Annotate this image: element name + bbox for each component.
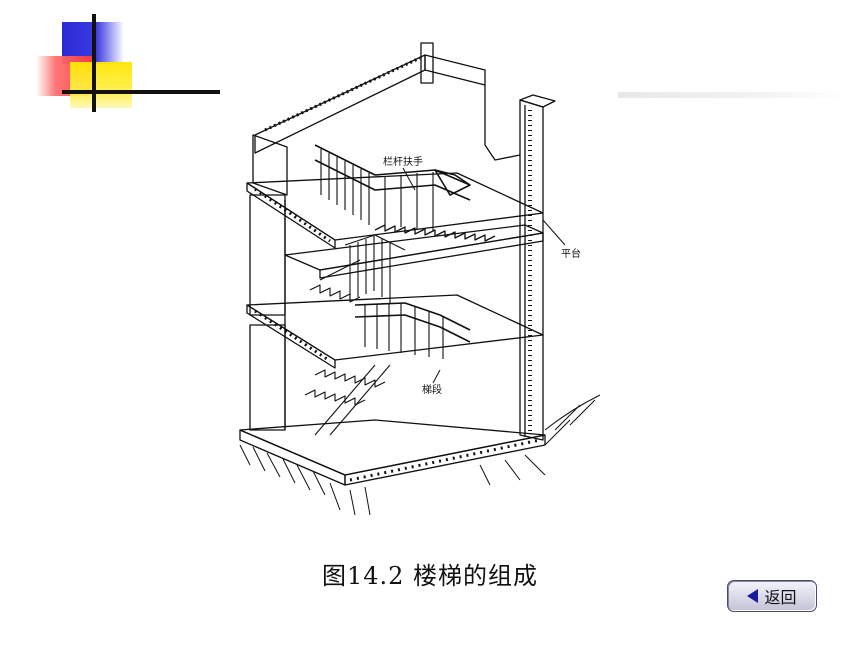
logo-yellow-square <box>70 62 132 108</box>
upper-flight <box>374 224 496 242</box>
staircase-drawing: 栏杆扶手 平台 梯段 <box>239 42 601 516</box>
ground-slab <box>239 419 546 486</box>
label-flight: 梯段 <box>422 383 442 396</box>
logo-horizontal-line <box>62 90 220 94</box>
logo-vertical-line <box>92 14 96 112</box>
right-wall <box>484 85 556 441</box>
back-button-label: 返回 <box>764 588 797 607</box>
middle-flight <box>309 234 406 303</box>
ground-hatching <box>239 394 601 516</box>
left-triangle-icon <box>747 589 759 603</box>
label-landing: 平台 <box>561 247 581 260</box>
flight-leader <box>432 369 441 384</box>
staircase-figure: 栏杆扶手 平台 梯段 <box>225 35 625 545</box>
railing-leader <box>402 167 416 191</box>
back-button[interactable]: 返回 <box>727 580 817 612</box>
middle-landing <box>284 224 544 279</box>
figure-caption: 图14.2 楼梯的组成 <box>321 562 539 590</box>
label-railing: 栏杆扶手 <box>383 155 423 168</box>
left-walls <box>249 134 288 431</box>
parapet-wall <box>254 42 486 154</box>
upper-floor-slab <box>246 172 544 249</box>
landing-leader <box>542 219 566 246</box>
slide-logo <box>0 0 230 120</box>
header-rule <box>618 92 848 98</box>
lower-railing <box>354 302 471 359</box>
middle-floor-slab <box>246 294 544 369</box>
